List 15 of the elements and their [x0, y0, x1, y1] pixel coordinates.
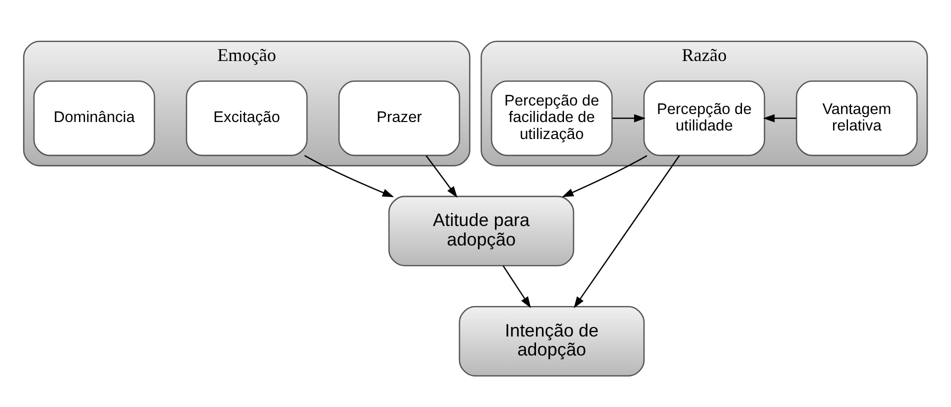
node-box: Percepção de utilidade — [643, 80, 766, 156]
arrow — [562, 155, 648, 198]
arrow — [426, 155, 458, 198]
node-box: Vantagem relativa — [796, 80, 918, 156]
arrow — [574, 155, 680, 308]
arrow — [502, 265, 531, 308]
node-box: Atitude para adopção — [388, 196, 574, 266]
node-box: Dominância — [33, 80, 156, 156]
arrow — [763, 114, 796, 122]
node-box: Prazer — [338, 80, 460, 156]
arrow — [612, 114, 646, 122]
arrow — [304, 154, 394, 198]
node-box: Percepção de facilidade de utilização — [490, 80, 613, 156]
node-box: Excitação — [186, 80, 308, 156]
node-box: Intenção de adopção — [458, 306, 645, 377]
